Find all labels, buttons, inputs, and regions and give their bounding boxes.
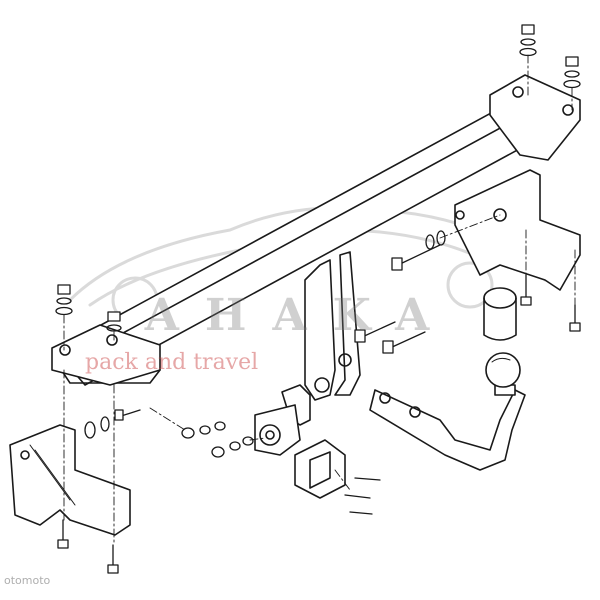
- watermark-title: AHAKA: [144, 290, 456, 341]
- left-side-bracket: [9, 424, 131, 536]
- socket-bracket: [254, 384, 311, 456]
- center-vertical-plates: [304, 251, 361, 401]
- left-bar-plate: [51, 324, 161, 386]
- assembly-lines: [63, 54, 576, 546]
- right-side-bracket: [454, 169, 581, 291]
- tow-ball-neck: [369, 352, 526, 471]
- ball-cap: [483, 287, 517, 341]
- watermark-subtitle: pack and travel: [85, 350, 259, 375]
- bolts-nuts: [55, 24, 581, 574]
- corner-watermark: otomoto: [4, 574, 51, 587]
- right-bar-bracket: [489, 74, 581, 161]
- electric-socket: [294, 439, 346, 499]
